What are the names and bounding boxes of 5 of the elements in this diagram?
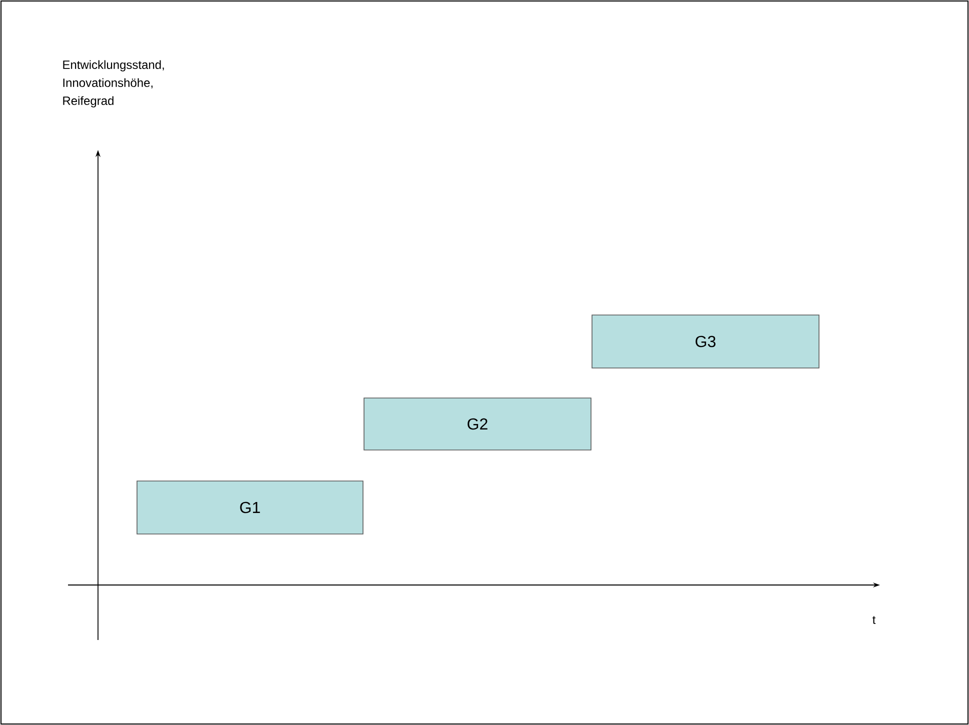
axis-label: Entwicklungsstand, Innovationshöhe, Reifegrad [63, 60, 164, 108]
process-box: G2 [364, 398, 592, 450]
axis-label: t [872, 616, 876, 624]
process-box: G1 [136, 480, 364, 534]
process-box: G3 [592, 314, 820, 368]
